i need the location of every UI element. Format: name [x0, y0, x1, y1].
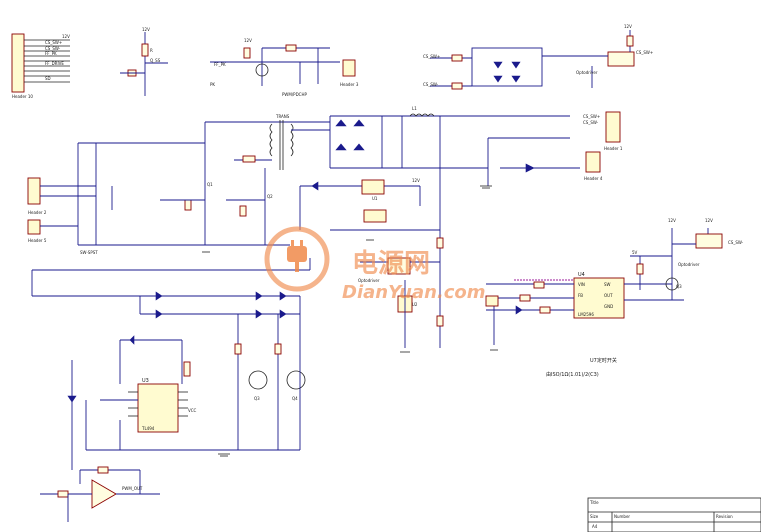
ref-label: U2 — [412, 302, 418, 307]
header-right-mid: CS_SW+ CS_SW- Header 1 Header 4 — [583, 111, 623, 181]
net-label: 12V — [142, 27, 150, 32]
schematic-notes: U7定时开关 由ISO/1Ω(1.01)/2(C3) — [546, 357, 617, 378]
title-block-size: Size — [590, 514, 599, 519]
opto-label: Optodriver — [576, 70, 598, 75]
pin-label: OUT — [604, 293, 613, 298]
inductor-label: L1 — [412, 106, 417, 111]
title-block: Title Size A4 Number Revision — [587, 497, 761, 532]
net-label: FF_PK — [214, 62, 226, 67]
net-label: 5V — [632, 250, 638, 255]
secondary-regulator: 12V U1 — [299, 178, 440, 231]
net-label: 12V — [668, 218, 676, 223]
net-label: CS_SW- — [728, 240, 744, 245]
net-label: CS_SW+ — [636, 50, 653, 55]
ref-label: Q1 — [207, 182, 213, 187]
transformer-primary-block: TRANS — [77, 114, 330, 246]
opto-center: Optodriver U2 — [358, 190, 444, 348]
header1-label: Header 1 — [604, 146, 623, 151]
pin-label: VCC — [188, 408, 197, 413]
ntc-sense-block: 12V Q_SS R — [120, 27, 168, 96]
ic-part: TL494 — [141, 426, 155, 431]
net-label: SD — [45, 76, 51, 81]
diode-bus-lower — [31, 258, 311, 319]
opto-label: Optodriver — [678, 262, 700, 267]
net-label: 12V — [412, 178, 420, 183]
ref-label: Q2 — [267, 194, 273, 199]
transformer-label: TRANS — [275, 114, 290, 119]
net-label: 12V — [705, 218, 713, 223]
ic-ref: U3 — [142, 378, 149, 384]
note-1: U7定时开关 — [590, 357, 617, 364]
watermark: 电源网 DianYuan.com — [264, 226, 486, 303]
opto-label: Optodriver — [358, 278, 380, 283]
secondary-rectifier: L1 — [291, 106, 580, 190]
header3-label: Header 3 — [340, 82, 359, 87]
net-label: Q_SS — [150, 58, 161, 63]
connector-header-10: Header 10 CS_SW+ CS_SW- FF_PK FF_DRIVE S… — [11, 33, 70, 99]
pin-label: FB — [578, 293, 583, 298]
title-block-size-val: A4 — [592, 524, 598, 529]
ref-label: U1 — [372, 196, 378, 201]
net-label: PWM/PDCHP — [282, 92, 307, 97]
ground-symbols — [202, 185, 498, 457]
net-label: CS_SW- — [423, 82, 439, 87]
note-2: 由ISO/1Ω(1.01)/2(C3) — [546, 371, 599, 378]
net-label: CS_SW+ — [45, 40, 62, 45]
output-driver-right: 12V 12V Optodriver CS_SW- 5V Q3 — [630, 218, 744, 300]
opamp-block: PWM_OUT — [40, 360, 160, 522]
net-label: FF_DRIVE — [45, 61, 64, 66]
header5-label: Header 5 — [28, 238, 47, 243]
title-block-revision: Revision — [716, 514, 733, 519]
ref-label: R — [150, 48, 153, 53]
net-label: 12V — [244, 38, 252, 43]
buck-converter: U4 VIN FB SW OUT GND LM2596 — [485, 272, 684, 345]
net-label: CS_SW- — [583, 120, 599, 125]
net-label: 12V — [624, 24, 632, 29]
primary-mosfets: Q1 Q2 — [160, 168, 273, 245]
ref-label: Q3 — [676, 284, 682, 289]
opto-bridge-top: CS_SW+ CS_SW- Optodriver 12V CS_SW+ — [423, 24, 653, 90]
net-label: CS_SW+ — [583, 114, 600, 119]
net-label: FF_PK — [45, 51, 57, 56]
pin-label: GND — [604, 304, 613, 309]
title-block-title: Title — [589, 500, 599, 505]
gate-driver-block: FF_PK PK 12V PWM/PDCHP Header 3 — [210, 38, 359, 97]
header2-label: Header 2 — [28, 210, 47, 215]
net-label: PWM_OUT — [122, 486, 143, 491]
output-transistors: Q3 Q4 — [234, 314, 306, 450]
watermark-en: DianYuan.com — [342, 282, 486, 303]
switch-label: SW-SPST — [80, 250, 98, 255]
pin-label: SW — [604, 282, 611, 287]
net-label: 12V — [62, 34, 70, 39]
net-label: PK — [210, 82, 215, 87]
ref-label: Q3 — [254, 396, 260, 401]
ic-ref: U4 — [578, 272, 585, 278]
pwm-controller: U3 TL494 VCC — [85, 335, 300, 451]
watermark-cn: 电源网 — [352, 249, 430, 279]
ic-part: LM2596 — [578, 312, 594, 317]
input-connectors-left: Header 2 Header 5 SW-SPST — [27, 143, 113, 255]
power-plug-icon — [287, 240, 307, 272]
net-label: CS_SW+ — [423, 54, 440, 59]
pin-label: VIN — [578, 282, 585, 287]
net-label: CS_SW- — [45, 46, 61, 51]
header4-label: Header 4 — [584, 176, 603, 181]
ref-label: Q4 — [292, 396, 298, 401]
title-block-number: Number — [614, 514, 630, 519]
header10-label: Header 10 — [12, 94, 33, 99]
